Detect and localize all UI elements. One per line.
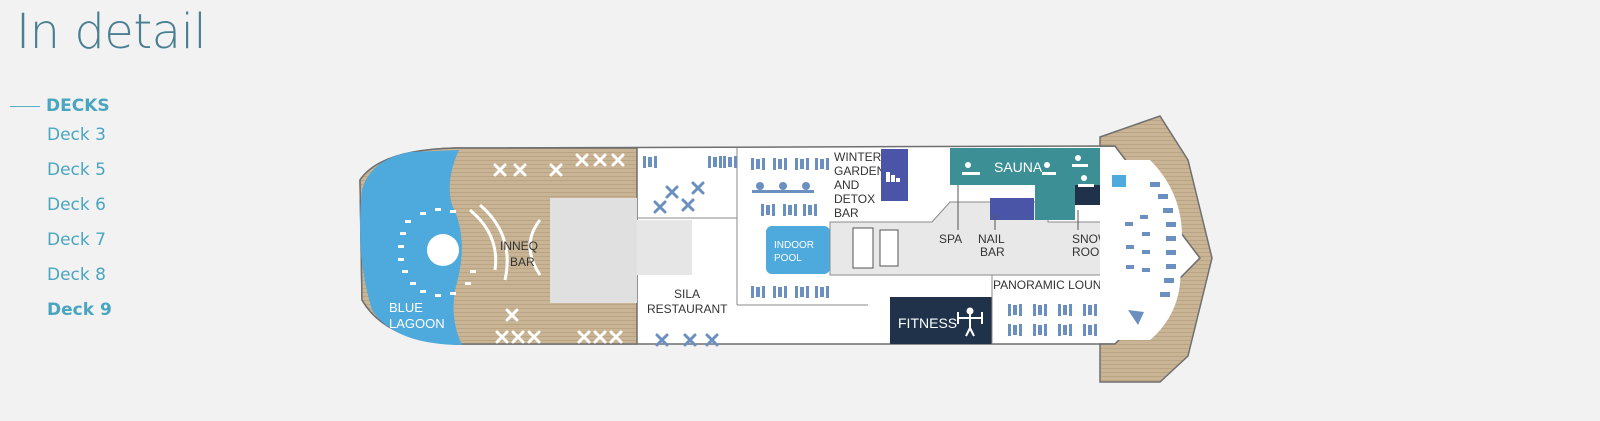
sila-restaurant: SILA RESTAURANT	[637, 148, 738, 347]
indoor-pool-label-line-2: POOL	[774, 253, 802, 264]
round-table-icon	[427, 234, 459, 266]
sauna-label: SAUNA	[994, 159, 1043, 175]
nail-bar-label-line-1: NAIL	[978, 232, 1005, 246]
sauna-block: SAUNA	[950, 148, 1100, 220]
piano-icon	[1128, 310, 1144, 325]
deck-navigation: DECKS Deck 3 Deck 5 Deck 6 Deck 7 Deck 8…	[10, 94, 112, 328]
deck-link-5[interactable]: Deck 5	[47, 160, 106, 180]
winter-garden-and-detox-bar: WINTER GARDEN AND DETOX BAR	[737, 149, 908, 306]
winter-garden-label-line-4: DETOX	[834, 192, 875, 206]
nail-bar-label-line-2: BAR	[980, 245, 1005, 259]
inneq-bar: INNEQ BAR	[398, 153, 625, 344]
deck-link-3[interactable]: Deck 3	[47, 125, 106, 145]
stairs-icon	[879, 229, 899, 267]
indoor-pool: INDOOR POOL	[766, 226, 830, 274]
heading-dash	[10, 105, 40, 107]
bow-deck	[1099, 115, 1213, 383]
cube-icon	[1112, 175, 1126, 187]
blue-lagoon-label-line-1: BLUE	[389, 300, 423, 315]
spa-corridor: SPA NAIL BAR SNOW ROOM	[829, 183, 1121, 276]
elevator-icon	[852, 227, 874, 269]
winter-garden-label-line-2: GARDEN	[834, 164, 885, 178]
deck-hatch	[550, 198, 637, 303]
inneq-bar-label-line-2: BAR	[510, 255, 535, 269]
deck-link-9[interactable]: Deck 9	[47, 300, 112, 320]
deck-list: Deck 3 Deck 5 Deck 6 Deck 7 Deck 8 Deck …	[10, 118, 112, 328]
fitness-room: FITNESS	[890, 297, 992, 344]
panoramic-lounge: PANORAMIC LOUNGE	[991, 275, 1119, 344]
inneq-bar-label-line-1: INNEQ	[500, 239, 538, 253]
deck-link-7[interactable]: Deck 7	[47, 230, 106, 250]
winter-garden-label-line-3: AND	[834, 178, 860, 192]
massage-icon	[962, 155, 1094, 187]
winter-garden-label-line-1: WINTER	[834, 150, 882, 164]
panoramic-lounge-label: PANORAMIC LOUNGE	[993, 278, 1119, 292]
sila-restaurant-label-line-2: RESTAURANT	[647, 302, 728, 316]
indoor-pool-label-line-1: INDOOR	[774, 240, 814, 251]
weightlifter-icon	[957, 307, 983, 337]
spa-label: SPA	[939, 232, 962, 246]
decks-heading-label: DECKS	[46, 96, 110, 116]
sila-restaurant-label-line-1: SILA	[674, 287, 700, 301]
winter-garden-label-line-5: BAR	[834, 206, 859, 220]
nail-bar-room	[990, 198, 1034, 220]
decks-heading: DECKS	[10, 94, 112, 118]
staircase-icon	[886, 172, 900, 182]
deck-link-6[interactable]: Deck 6	[47, 195, 106, 215]
fitness-label: FITNESS	[898, 315, 957, 331]
deck-link-8[interactable]: Deck 8	[47, 265, 106, 285]
blue-lagoon-label-line-2: LAGOON	[389, 316, 445, 331]
page-title: In detail	[16, 4, 207, 60]
